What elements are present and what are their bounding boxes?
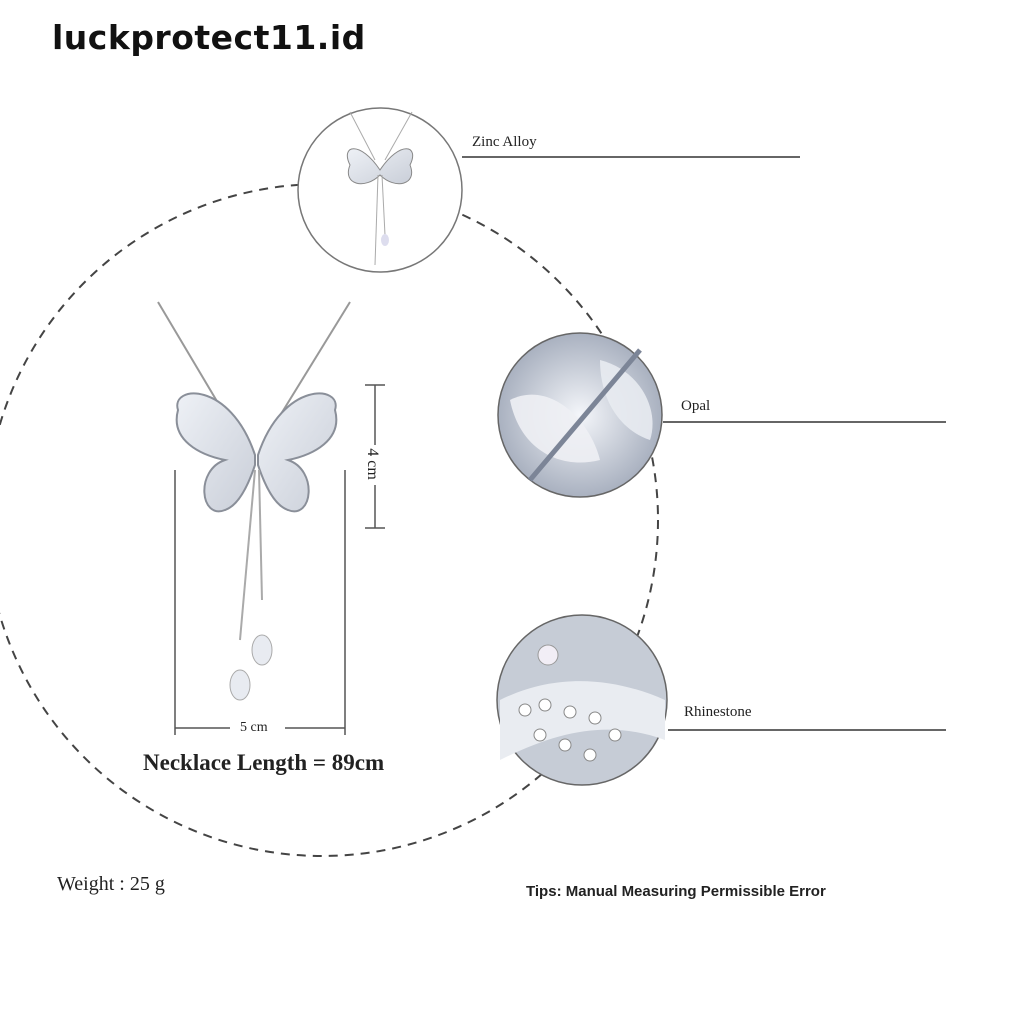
opal-detail-circle <box>497 332 663 498</box>
tips-text: Tips: Manual Measuring Permissible Error <box>526 883 826 900</box>
dashed-outline-circle <box>0 183 659 857</box>
width-label: 5 cm <box>240 720 268 735</box>
opal-label: Opal <box>681 398 711 414</box>
zinc-alloy-detail-circle <box>297 107 463 273</box>
zinc-alloy-label: Zinc Alloy <box>472 134 537 150</box>
butterfly-necklace-image <box>157 301 351 701</box>
watermark-text: luckprotect11.id <box>52 18 366 57</box>
height-dimension <box>365 384 385 529</box>
rhinestone-detail-circle <box>496 614 668 786</box>
rhinestone-label: Rhinestone <box>684 704 752 720</box>
width-dimension <box>174 470 346 735</box>
height-label: 4 cm <box>363 448 381 480</box>
weight-text: Weight : 25 g <box>57 873 165 895</box>
necklace-length: Necklace Length = 89cm <box>143 750 385 775</box>
